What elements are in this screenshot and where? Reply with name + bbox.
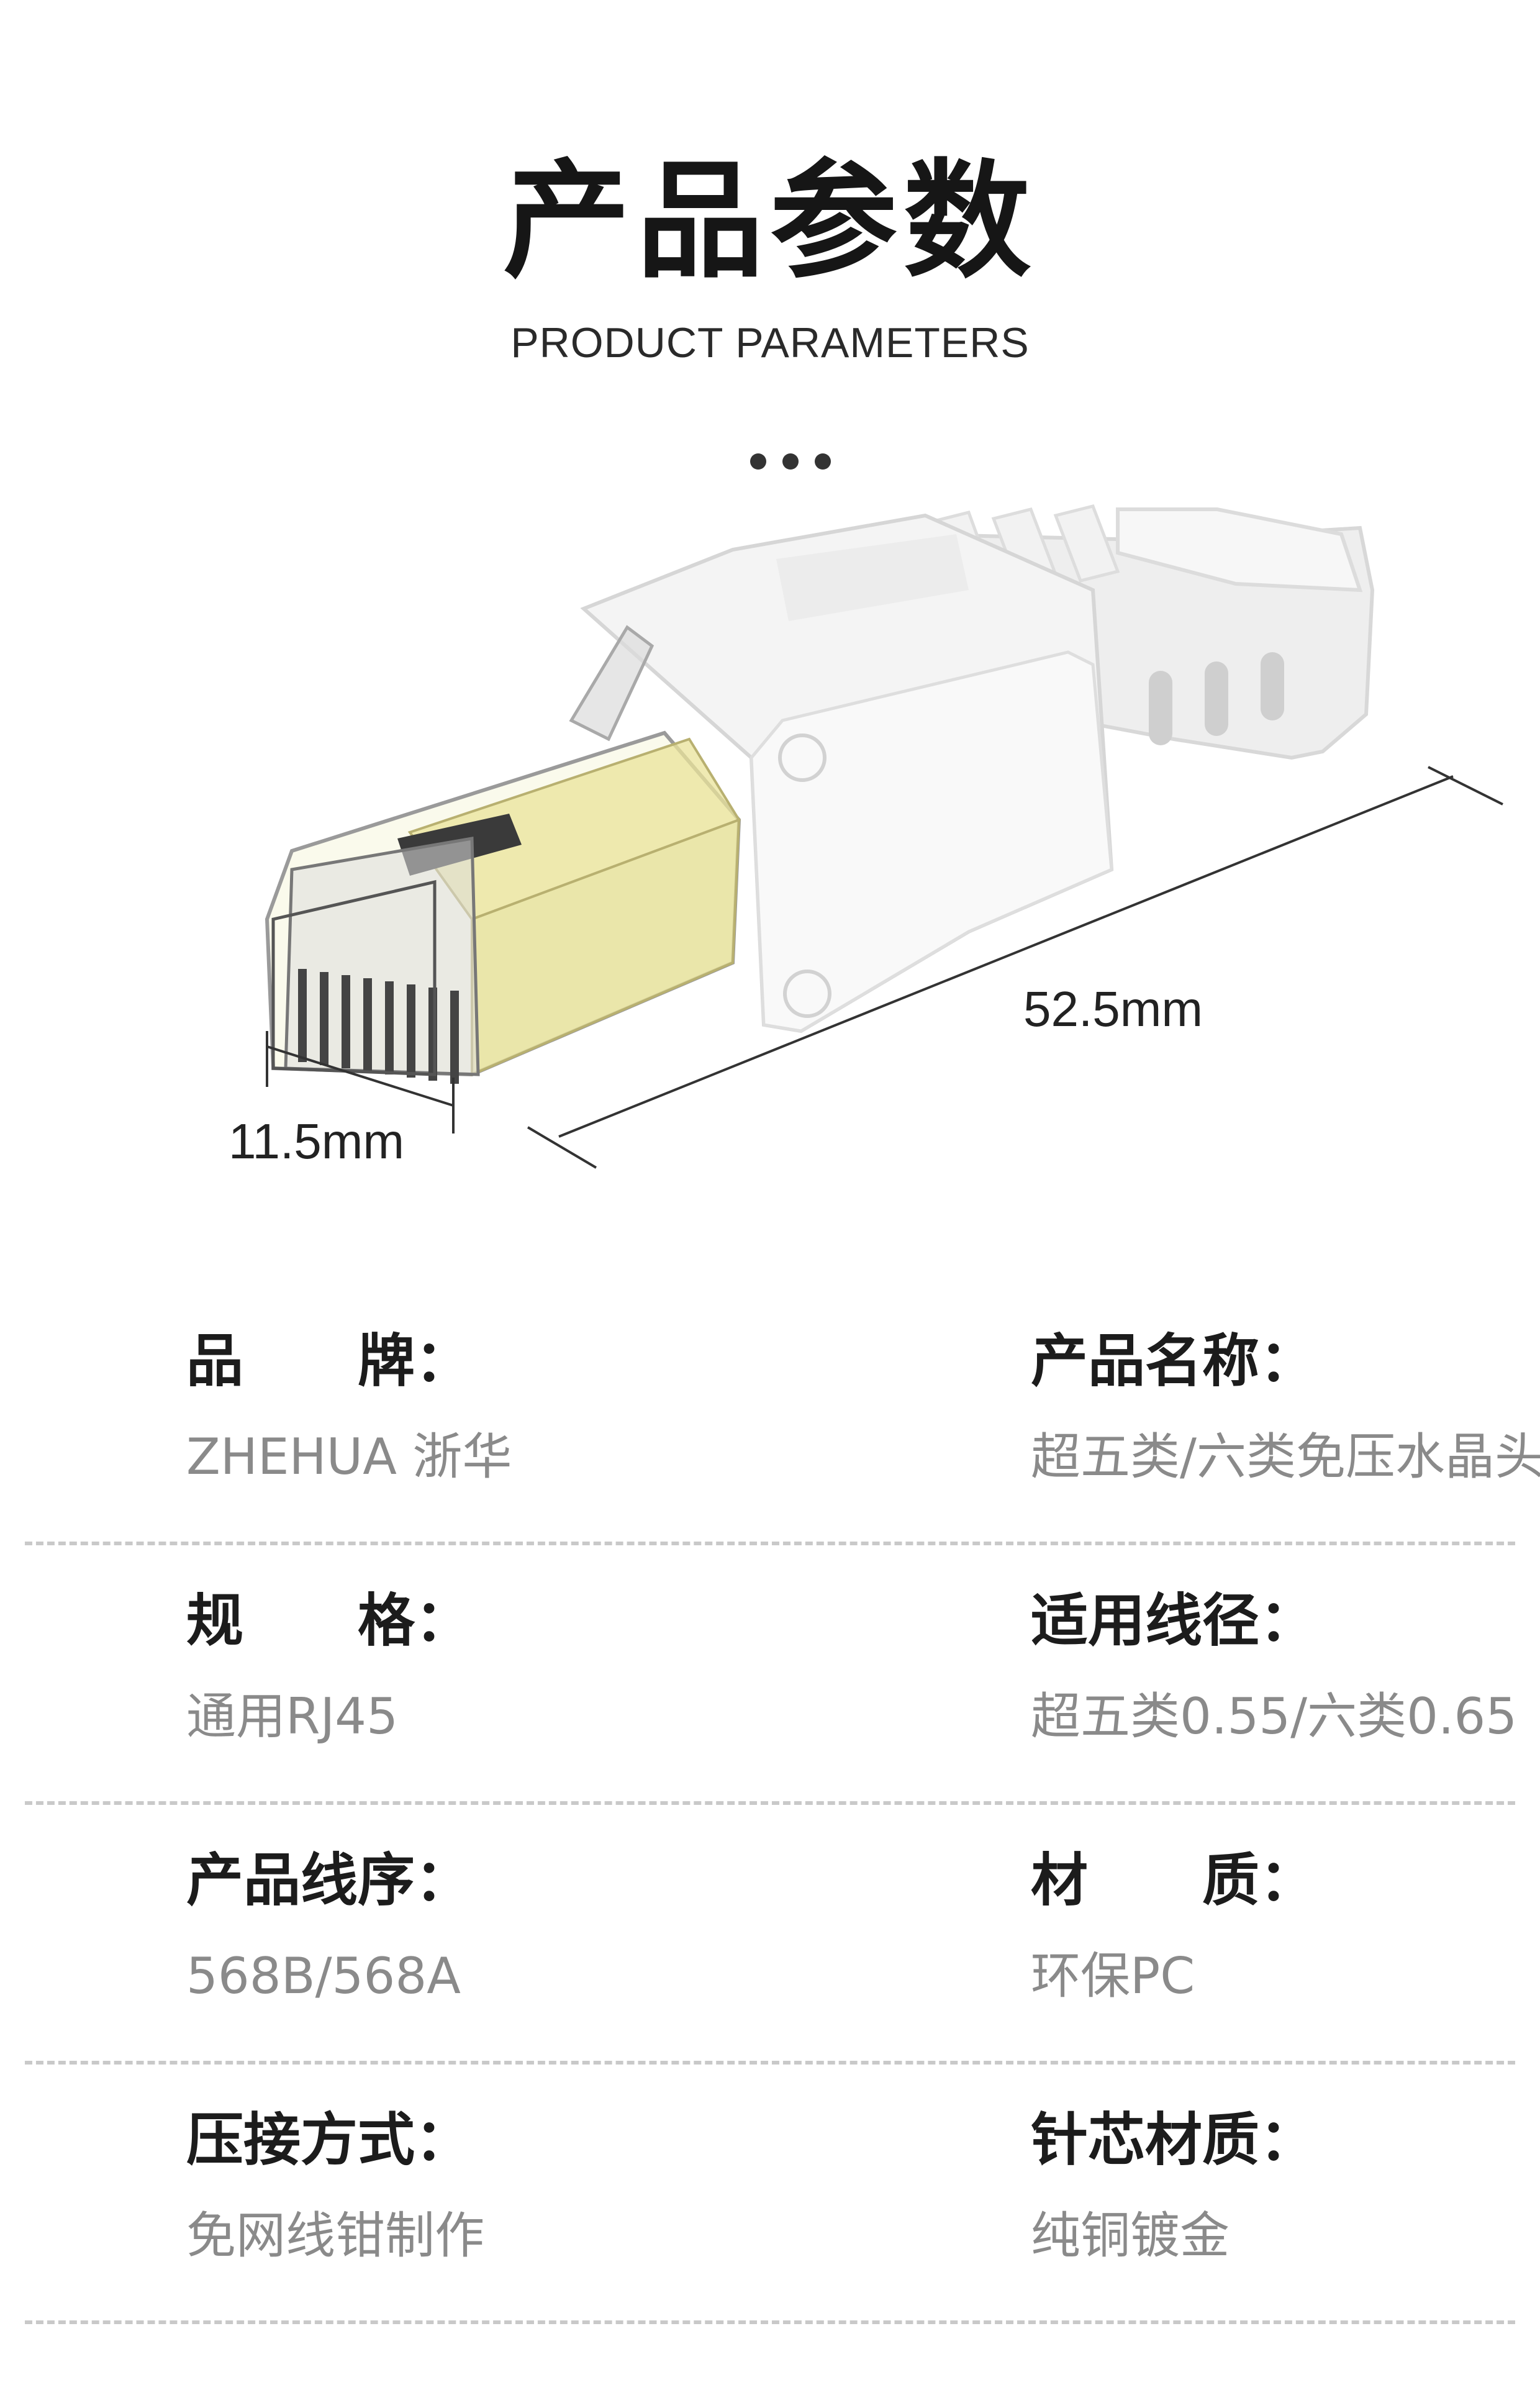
spec-table: 品 牌： ZHEHUA 浙华 产品名称： 超五类/六类免压水晶头 规 格： 通用… bbox=[0, 1286, 1540, 2324]
spec-row: 规 格： 通用RJ45 适用线径： 超五类0.55/六类0.65 bbox=[25, 1545, 1517, 1805]
spec-row: 产品线序： 568B/568A 材 质： 环保PC bbox=[25, 1805, 1515, 2065]
page-title: 产品参数 bbox=[503, 148, 1037, 296]
spec-label: 规 格： bbox=[186, 1588, 473, 1654]
spec-value: 通用RJ45 bbox=[186, 1688, 398, 1745]
length-dimension-label: 52.5mm bbox=[1023, 981, 1203, 1037]
width-dimension-label: 11.5mm bbox=[229, 1114, 404, 1169]
product-image: 52.5mm 11.5mm bbox=[229, 504, 1503, 1169]
spec-cell-wiring-order: 产品线序： 568B/568A bbox=[186, 1805, 857, 2061]
spec-value: 纯铜镀金 bbox=[1031, 2207, 1230, 2265]
spec-label: 产品名称： bbox=[1031, 1328, 1317, 1394]
rj45-head bbox=[265, 625, 741, 1084]
spec-value: 568B/568A bbox=[186, 1947, 461, 2005]
spec-value: 免网线钳制作 bbox=[186, 2207, 484, 2265]
spec-label: 压接方式： bbox=[186, 2107, 473, 2173]
connector-body bbox=[580, 513, 1114, 1034]
spec-value: 超五类/六类免压水晶头 bbox=[1031, 1428, 1540, 1486]
spec-row: 品 牌： ZHEHUA 浙华 产品名称： 超五类/六类免压水晶头 bbox=[25, 1286, 1540, 1545]
dimension-lines bbox=[266, 766, 1503, 1169]
spec-label: 品 牌： bbox=[186, 1328, 473, 1394]
spec-cell-pin-material: 针芯材质： 纯铜镀金 bbox=[1031, 2065, 1540, 2320]
spec-value: 超五类0.55/六类0.65 bbox=[1031, 1688, 1518, 1745]
ellipsis-dots-icon bbox=[750, 453, 843, 472]
spec-label: 产品线序： bbox=[186, 1847, 473, 1914]
spec-label: 材 质： bbox=[1031, 1847, 1317, 1914]
page-subtitle: PRODUCT PARAMETERS bbox=[510, 319, 1030, 366]
spec-value: 环保PC bbox=[1031, 1947, 1195, 2005]
spec-value: ZHEHUA 浙华 bbox=[186, 1428, 512, 1486]
spec-cell-material: 材 质： 环保PC bbox=[1031, 1805, 1540, 2061]
spec-row: 压接方式： 免网线钳制作 针芯材质： 纯铜镀金 bbox=[25, 2065, 1515, 2324]
spec-cell-product-name: 产品名称： 超五类/六类免压水晶头 bbox=[1031, 1286, 1540, 1542]
spec-label: 适用线径： bbox=[1031, 1588, 1317, 1654]
spec-cell-brand: 品 牌： ZHEHUA 浙华 bbox=[186, 1286, 857, 1542]
spec-cell-wire-gauge: 适用线径： 超五类0.55/六类0.65 bbox=[1031, 1545, 1540, 1801]
spec-label: 针芯材质： bbox=[1031, 2107, 1317, 2173]
spec-cell-crimp-method: 压接方式： 免网线钳制作 bbox=[186, 2065, 857, 2320]
spec-cell-spec: 规 格： 通用RJ45 bbox=[186, 1545, 857, 1801]
